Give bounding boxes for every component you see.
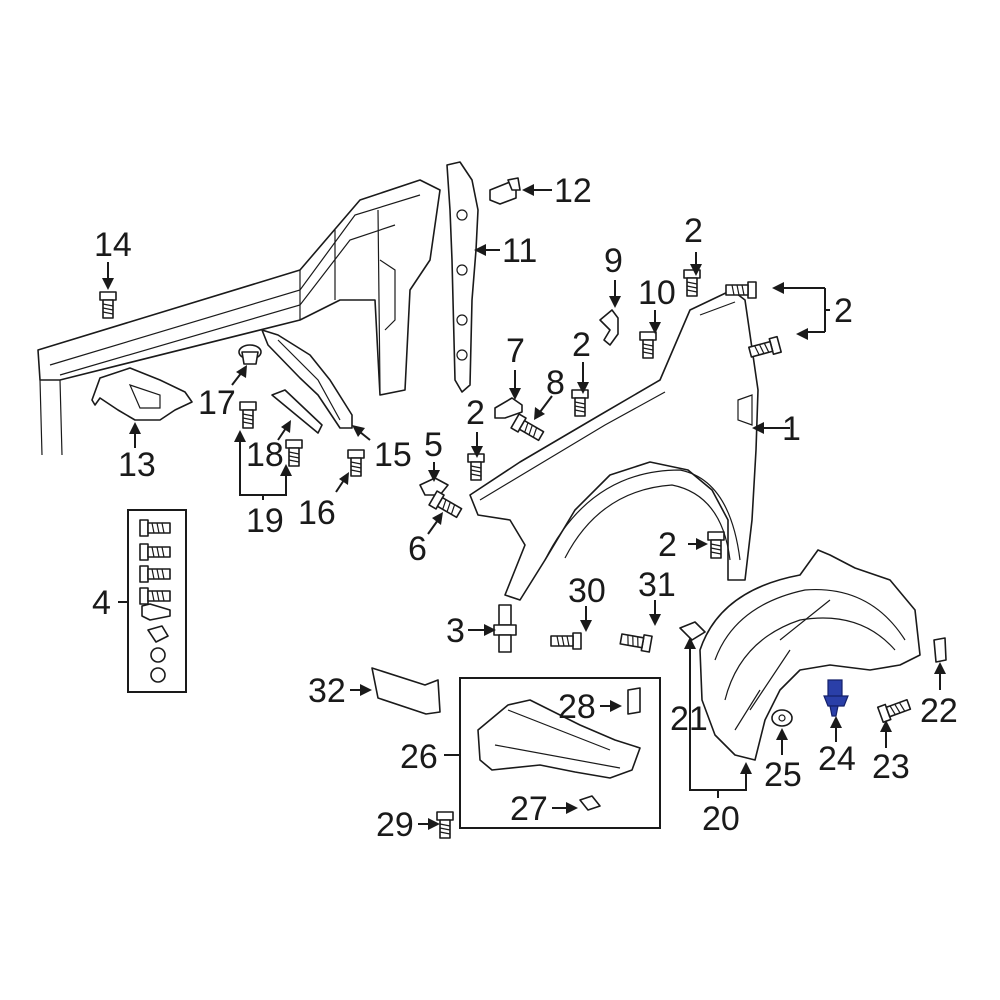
part-20-liner (699, 549, 921, 761)
part-2-bolt-d (571, 389, 589, 417)
part-32-bracket (371, 667, 441, 715)
part-28-clip (627, 687, 641, 715)
leader-lines (102, 184, 946, 830)
part-30-bolt (550, 632, 582, 650)
part-4-hardware-kit (127, 509, 187, 693)
part-23-bolt (876, 696, 913, 724)
part-22-clip (933, 637, 947, 663)
part-3-stud (493, 604, 517, 653)
part-17-grommet (238, 344, 262, 365)
part-2-bolt-a (683, 269, 701, 297)
label-5: 5 (424, 426, 443, 464)
label-10: 10 (638, 274, 676, 312)
label-21: 21 (670, 700, 708, 738)
part-31-bolt (618, 630, 653, 653)
label-14: 14 (94, 226, 132, 264)
label-4: 4 (92, 584, 111, 622)
label-11: 11 (502, 232, 537, 270)
part-8-bolt (510, 413, 546, 444)
label-20: 20 (702, 800, 740, 838)
label-2e: 2 (658, 526, 677, 564)
label-2a: 2 (684, 212, 703, 250)
body-frame (37, 179, 441, 456)
label-2d: 2 (466, 394, 485, 432)
part-24-clip-highlighted (823, 679, 849, 717)
part-9-bracket (599, 309, 619, 346)
part-26-shield (477, 699, 641, 779)
part-1-fender (469, 289, 759, 601)
label-7: 7 (506, 332, 525, 370)
label-22: 22 (920, 692, 958, 730)
part-2-bolt-c (747, 335, 782, 361)
label-25: 25 (764, 756, 802, 794)
label-1: 1 (782, 410, 801, 448)
part-13-bracket (91, 367, 193, 421)
part-19-bolt-a (239, 401, 257, 429)
part-2-bolt-f (707, 531, 725, 559)
label-28: 28 (558, 688, 596, 726)
label-17: 17 (198, 384, 236, 422)
part-12-clip (489, 177, 521, 205)
label-15: 15 (374, 436, 412, 474)
part-14-bolt (99, 291, 117, 319)
label-3: 3 (446, 612, 465, 650)
part-10-bolt (639, 331, 657, 359)
part-26-group-box (459, 677, 661, 829)
label-2c: 2 (572, 326, 591, 364)
label-19: 19 (246, 502, 284, 540)
label-29: 29 (376, 806, 414, 844)
part-2-bolt-e (467, 453, 485, 481)
part-19-bolt-b (285, 439, 303, 467)
part-6-bolt (428, 490, 464, 521)
callout-labels: 1 2 2 2 2 2 3 4 5 6 7 8 9 10 11 12 13 14… (92, 172, 958, 844)
label-12: 12 (554, 172, 592, 210)
label-2b: 2 (834, 292, 853, 330)
label-8: 8 (546, 364, 565, 402)
label-23: 23 (872, 748, 910, 786)
part-11-bracket (446, 161, 479, 393)
part-5-bracket (419, 477, 449, 496)
label-32: 32 (308, 672, 346, 710)
label-6: 6 (408, 530, 427, 568)
label-24: 24 (818, 740, 856, 778)
part-29-screw (436, 811, 454, 839)
label-30: 30 (568, 572, 606, 610)
part-16-bolt (347, 449, 365, 477)
part-25-nut (771, 709, 793, 727)
part-2-bolt-b (725, 281, 757, 299)
part-21-clip (679, 621, 706, 641)
label-26: 26 (400, 738, 438, 776)
part-7-bracket (494, 397, 523, 419)
label-27: 27 (510, 790, 548, 828)
label-31: 31 (638, 566, 676, 604)
label-18: 18 (246, 436, 284, 474)
part-27-clip (579, 795, 601, 811)
part-15-panel (261, 329, 353, 429)
label-16: 16 (298, 494, 336, 532)
label-9: 9 (604, 242, 623, 280)
label-13: 13 (118, 446, 156, 484)
part-18-seal (271, 389, 323, 434)
